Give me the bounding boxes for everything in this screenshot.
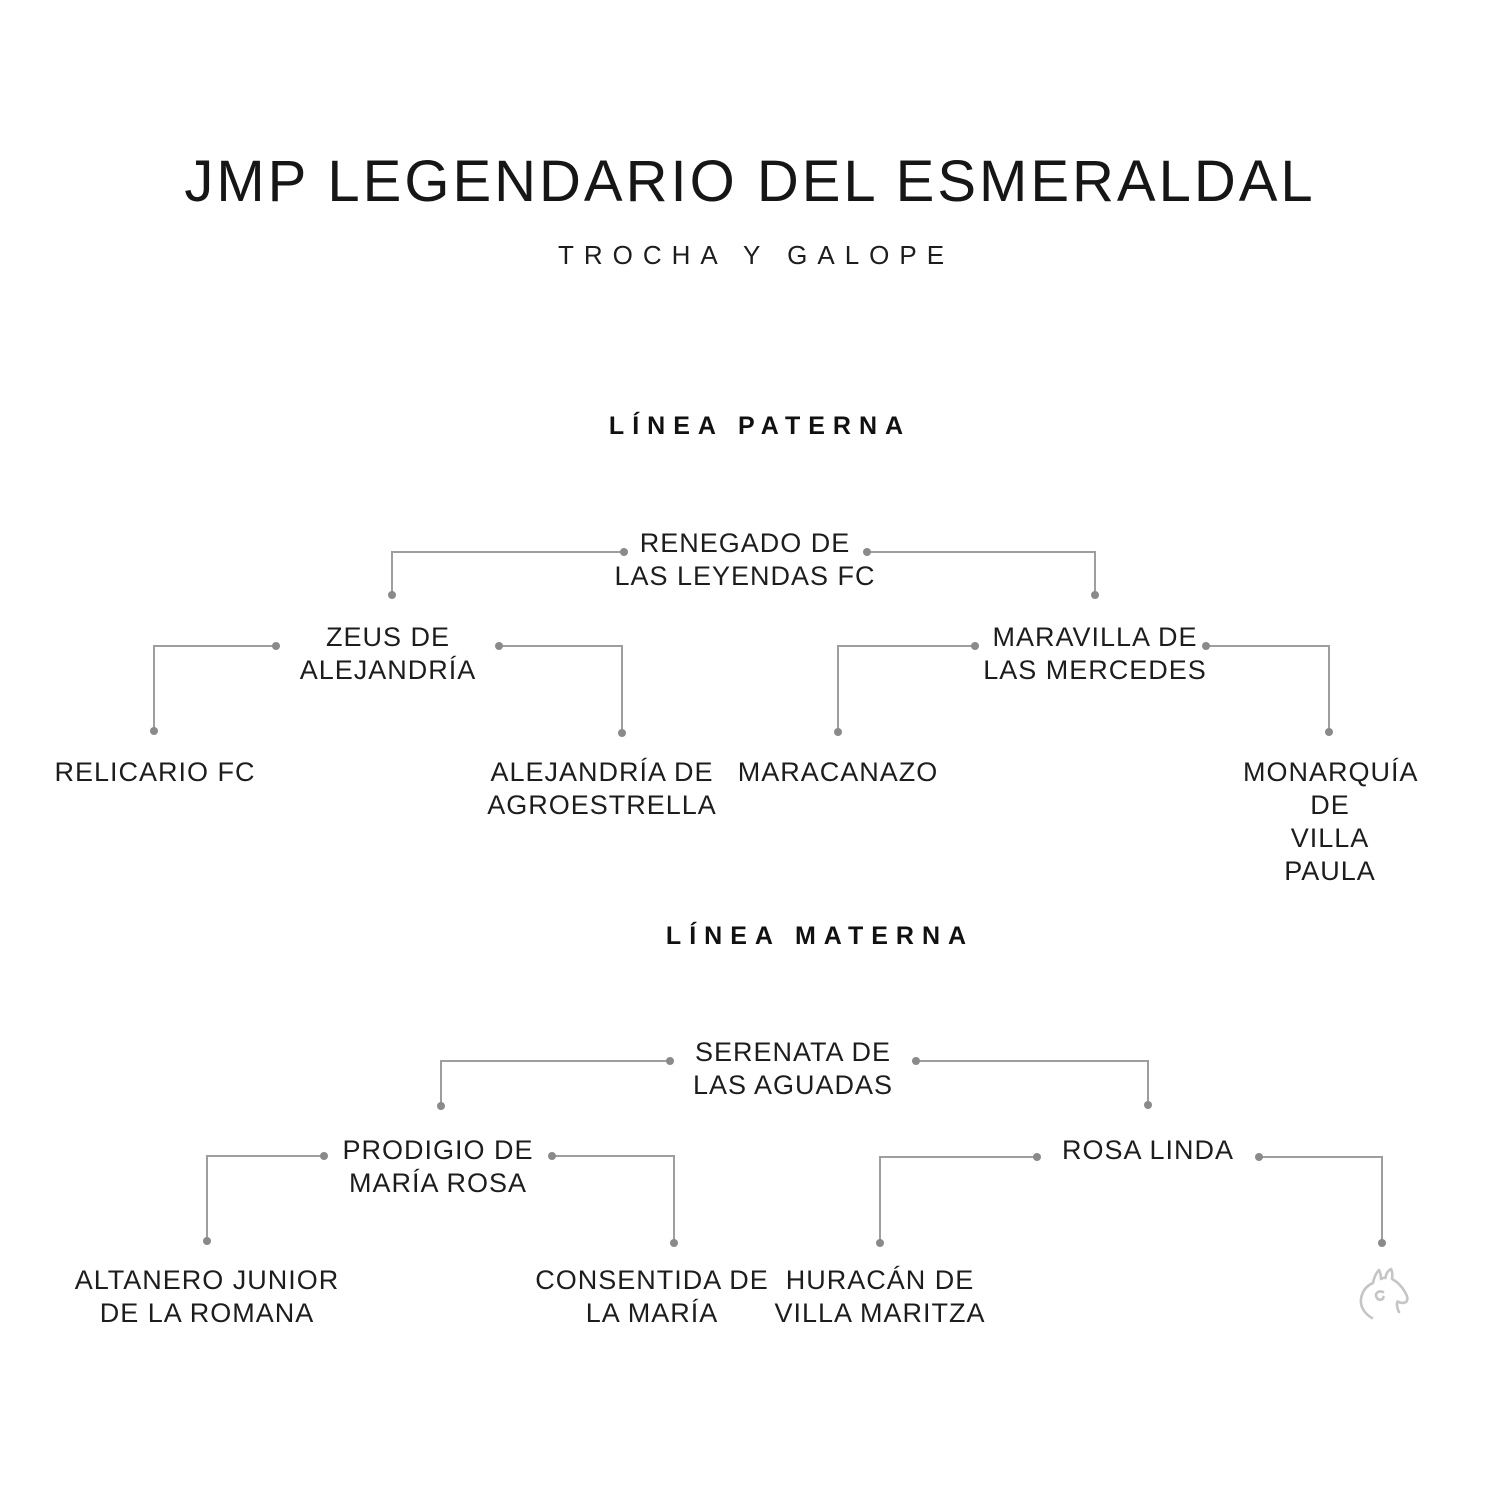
page-title: JMP LEGENDARIO DEL ESMERALDAL <box>184 149 1316 214</box>
node-paternal-grandsire: ZEUS DE ALEJANDRÍA <box>299 622 477 685</box>
connector-prodigio-to-altanero <box>203 1152 328 1245</box>
connector-renegado-to-maravilla <box>863 548 1099 599</box>
connector-zeus-to-alejandria <box>495 642 626 737</box>
node-maternal-ggparent-1: ALTANERO JUNIOR DE LA ROMANA <box>74 1265 340 1328</box>
node-paternal-ggparent-2: ALEJANDRÍA DE AGROESTRELLA <box>487 757 717 820</box>
node-maternal-granddam: ROSA LINDA <box>1061 1135 1235 1165</box>
section-heading-paternal: LÍNEA PATERNA <box>608 412 912 440</box>
connector-serenata-to-prodigio <box>437 1057 674 1110</box>
node-paternal-ggparent-4: MONARQUÍA DE VILLA PAULA <box>1242 757 1419 886</box>
node-paternal-ggparent-1: RELICARIO FC <box>54 757 256 787</box>
node-maternal-ggparent-2: CONSENTIDA DE LA MARÍA <box>535 1265 769 1328</box>
connector-renegado-to-zeus <box>388 548 628 599</box>
connector-zeus-to-relicario <box>150 642 280 735</box>
node-maternal-parent: SERENATA DE LAS AGUADAS <box>692 1037 894 1100</box>
connector-prodigio-to-consentida <box>548 1152 678 1247</box>
connector-rosa-to-unknown <box>1255 1153 1386 1247</box>
connector-rosa-to-huracan <box>876 1153 1041 1247</box>
node-paternal-granddam: MARAVILLA DE LAS MERCEDES <box>983 622 1207 685</box>
node-paternal-ggparent-3: MARACANAZO <box>737 757 939 787</box>
connector-maravilla-to-monarquia <box>1202 642 1333 736</box>
node-maternal-ggparent-3: HURACÁN DE VILLA MARITZA <box>774 1265 986 1328</box>
connector-serenata-to-rosa <box>912 1057 1152 1109</box>
node-maternal-grandsire: PRODIGIO DE MARÍA ROSA <box>342 1135 534 1198</box>
horse-head-icon <box>1359 1267 1409 1320</box>
node-paternal-parent: RENEGADO DE LAS LEYENDAS FC <box>614 528 876 591</box>
page-subtitle: TROCHA Y GALOPE <box>557 240 955 270</box>
section-heading-maternal: LÍNEA MATERNA <box>665 922 975 950</box>
connector-maravilla-to-maracanazo <box>834 642 979 736</box>
